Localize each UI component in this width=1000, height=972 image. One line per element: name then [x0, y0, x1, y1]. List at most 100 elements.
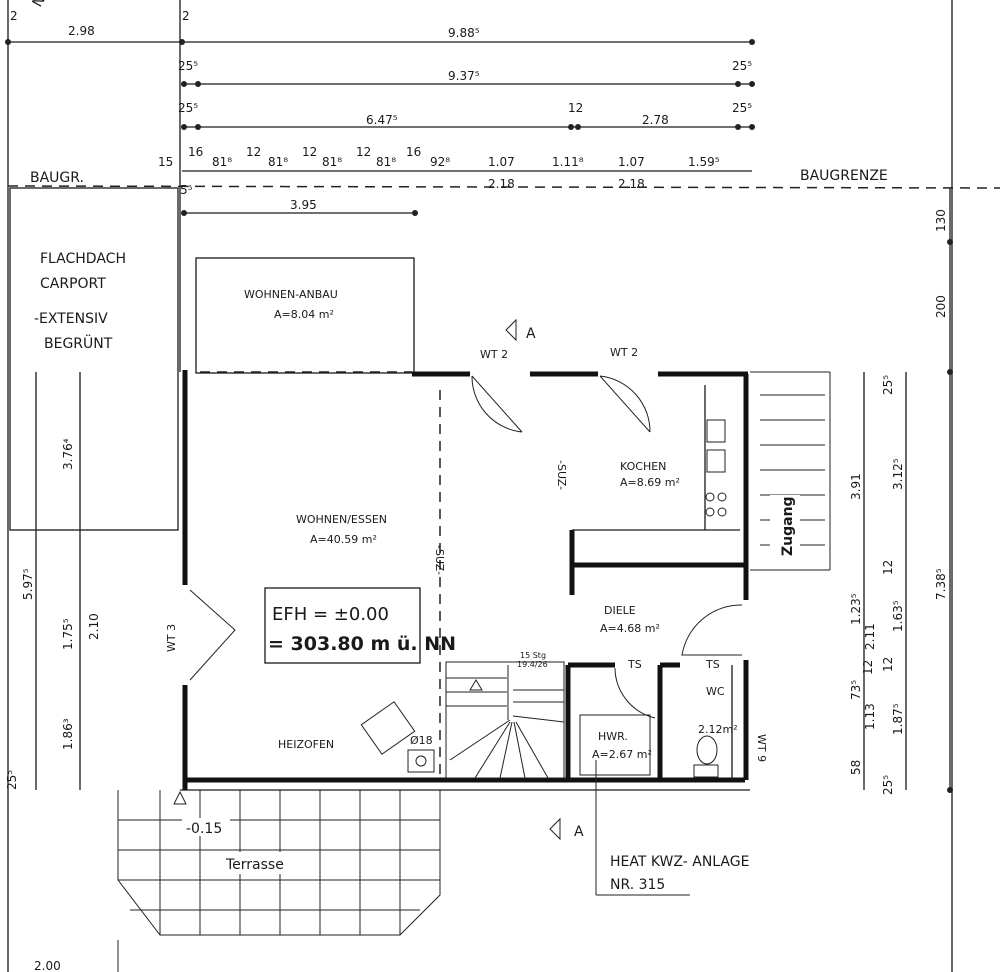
dim: 3.12⁵ [891, 458, 905, 490]
room-name: DIELE [604, 604, 636, 617]
dim: 3.91 [849, 473, 863, 500]
dim: 12 [302, 145, 317, 159]
stair-step [512, 715, 565, 723]
dim: 25⁵ [732, 101, 752, 115]
section-marker-icon [505, 318, 517, 342]
dim: 25⁵ [178, 101, 198, 115]
stove-burner-icon [717, 507, 727, 517]
heating-stove: HEIZOFEN Ø18 [278, 701, 435, 773]
room-area: A=2.67 m² [592, 748, 652, 761]
dim: 9.88⁵ [448, 26, 480, 40]
stair-step [515, 721, 549, 779]
door-label-wt3: WT 3 [165, 624, 178, 652]
staircase: 15 Stg 19.4/26 [445, 651, 565, 779]
dim: 1.87⁵ [891, 703, 905, 735]
efh-box: EFH = ±0.00 = 303.80 m ü. NN [264, 587, 456, 664]
dim: 81⁸ [268, 155, 288, 169]
carport-label: -EXTENSIV [34, 311, 108, 327]
dim: 12 [861, 660, 875, 675]
dim: 58 [849, 760, 863, 775]
dim: 12 [881, 657, 895, 672]
dim-tick [735, 81, 741, 87]
stair-step [513, 721, 526, 779]
dim: 81⁸ [212, 155, 232, 169]
dim: 2.18 [618, 177, 645, 191]
dim: 1.86³ [61, 718, 75, 750]
stair-count: 15 Stg [520, 651, 546, 660]
dim-tick [947, 787, 953, 793]
label-backdrop [222, 852, 292, 874]
heat-label: HEAT KWZ- ANLAGE [610, 854, 749, 870]
dim: 81⁸ [376, 155, 396, 169]
dim: 1.13 [863, 703, 877, 730]
room-diele: DIELE A=4.68 m² [600, 604, 660, 635]
dim: 2 [182, 9, 190, 23]
door-label-wt2: WT 2 [610, 346, 638, 359]
dim: 2.11 [863, 623, 877, 650]
dim-tick [5, 39, 11, 45]
heizofen-label: HEIZOFEN [278, 738, 334, 751]
utility-fixture [579, 714, 651, 776]
section-label: A [574, 824, 584, 840]
level-marker-icon [173, 790, 187, 805]
ts-label: TS [705, 658, 720, 671]
bottom-dim: 2.00 [34, 959, 61, 972]
dim: 3.95 [290, 198, 317, 212]
dim: 16 [406, 145, 421, 159]
dim: 9.37⁵ [448, 69, 480, 83]
door-swing [614, 667, 656, 719]
dim-tick [749, 39, 755, 45]
room-wc: WC 2.12m² [693, 685, 738, 778]
dim: 1.07 [618, 155, 645, 169]
toilet-icon [696, 735, 718, 765]
dim: 25⁵ [881, 375, 895, 395]
left-dimensions: 3.76⁴ 5.97⁵ 1.75⁵ 2.10 1.86³ 25⁵ [5, 372, 101, 790]
building-line [7, 185, 1000, 189]
dim: 1.63⁵ [891, 600, 905, 632]
chimney-icon [407, 749, 435, 773]
stove-burner-icon [717, 492, 727, 502]
dim: 2.10 [87, 613, 101, 640]
dim: 2.18 [488, 177, 515, 191]
door-swing [599, 375, 651, 433]
dim: 25⁵ [732, 59, 752, 73]
dim-tick [195, 124, 201, 130]
carport-label: BEGRÜNT [44, 334, 113, 352]
terrace: -0.15 Terrasse [117, 790, 441, 936]
house-walls [180, 370, 750, 791]
toilet-tank-icon [693, 764, 719, 778]
dim-tick [575, 124, 581, 130]
efh-level: EFH = ±0.00 [272, 604, 389, 625]
dim-tick [181, 81, 187, 87]
dim: 1.07 [488, 155, 515, 169]
dim: 12 [568, 101, 583, 115]
stove-burner-icon [705, 507, 715, 517]
dim-tick [735, 124, 741, 130]
stove-burner-icon [705, 492, 715, 502]
dim-tick [749, 124, 755, 130]
dim-tick [181, 210, 187, 216]
dim-tick [181, 124, 187, 130]
dim: 2.78 [642, 113, 669, 127]
north-label: N [30, 0, 49, 10]
dim: 130 [934, 209, 948, 232]
room-area: A=40.59 m² [310, 533, 377, 546]
stair-ratio: 19.4/26 [517, 660, 548, 669]
room-name: HWR. [598, 730, 628, 743]
flue-icon [415, 755, 427, 767]
room-name: KOCHEN [620, 460, 666, 473]
dim-tick [568, 124, 574, 130]
carport-label: CARPORT [40, 276, 106, 292]
dim: 1.11⁸ [552, 155, 584, 169]
stair-arrow-icon [469, 679, 483, 691]
room-area: A=4.68 m² [600, 622, 660, 635]
door-label-wt2: WT 2 [480, 348, 508, 361]
section-marker-icon [549, 817, 561, 841]
dim: 73⁵ [849, 680, 863, 700]
terrace-label: Terrasse [225, 857, 284, 873]
dim-tick [947, 239, 953, 245]
dim: 1.23⁵ [849, 593, 863, 625]
dim: 15 [158, 155, 173, 169]
room-area: 2.12m² [698, 723, 738, 736]
